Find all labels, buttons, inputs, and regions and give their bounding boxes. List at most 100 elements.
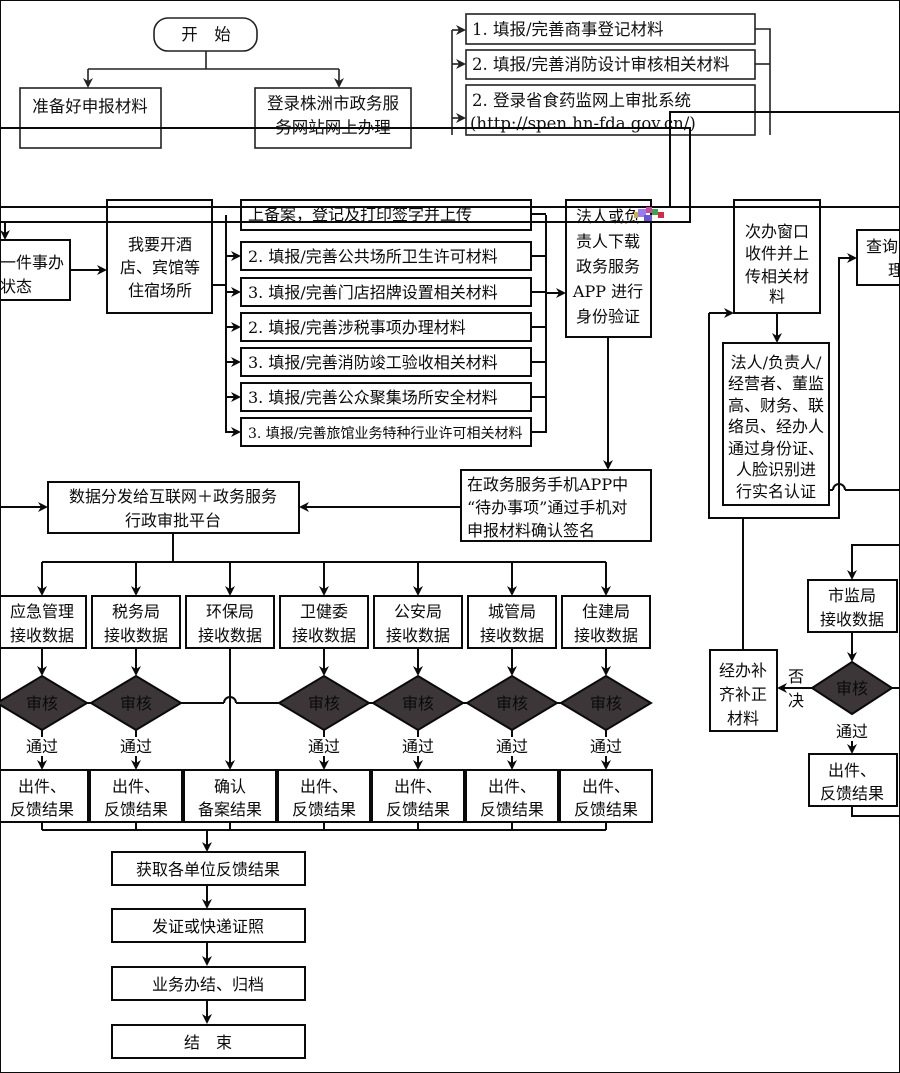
window-receive-line: 收件并上: [745, 244, 809, 263]
right-item-label: 1. 填报/完善商事登记材料: [472, 20, 664, 39]
connector-line: [755, 28, 771, 135]
start-label: 开 始: [181, 25, 231, 44]
glitch-pixel: [646, 207, 652, 213]
result-line: 出件、: [18, 777, 66, 796]
download-app-line: 政务服务: [576, 257, 640, 276]
query-line: 查询: [866, 237, 898, 256]
pass-label: 通过: [836, 722, 868, 741]
platform-line: 数据分发给互联网＋政务服务: [69, 487, 277, 506]
window-receive-line: 料: [769, 287, 785, 306]
department-name: 住建局: [582, 602, 630, 621]
result-line: 反馈结果: [480, 800, 544, 819]
result-line: 反馈结果: [292, 800, 356, 819]
final-step-box: [111, 966, 306, 1001]
final-step-label: 发证或快递证照: [152, 917, 264, 936]
market-name: 市监局: [828, 586, 876, 605]
fill-item-label: 3. 填报/完善门店招牌设置相关材料: [248, 283, 498, 302]
confirm-sign-box: [460, 469, 652, 542]
department-receive-label: 接收数据: [10, 626, 74, 645]
top-section: 开 始准备好申报材料登录株洲市政务服务网站网上办理1. 填报/完善商事登记材料2…: [19, 13, 771, 149]
hotel-line: 我要开酒: [128, 235, 192, 254]
url-label: (http://spen.hn-fda.gov.cn/): [470, 114, 696, 133]
pass-label: 通过: [308, 737, 340, 756]
fill-item-label: 上备案，登记及打印签字并上传: [248, 205, 472, 224]
real-name-verify-line: 法人/负责人/: [731, 353, 822, 372]
department-name: 卫健委: [300, 602, 348, 621]
real-name-verify-line: 人脸识别进: [736, 460, 816, 479]
glitch-pixel: [638, 209, 646, 217]
right-item-box: [465, 49, 756, 80]
result-line: 出件、: [488, 777, 536, 796]
result-line: 反馈结果: [820, 784, 884, 803]
hotel-line: 住宿场所: [128, 281, 192, 300]
platform-line: 行政审批平台: [125, 511, 221, 530]
glitch-pixel: [658, 212, 664, 218]
online-login-line: 登录株洲市政务服: [267, 94, 399, 113]
fill-item-label: 3. 填报/完善消防竣工验收相关材料: [248, 353, 498, 372]
department-receive-label: 接收数据: [480, 626, 544, 645]
fill-item-label: 2. 填报/完善涉税事项办理材料: [248, 318, 466, 337]
supplement-line: 材料: [727, 709, 759, 728]
result-line: 出件、: [300, 777, 348, 796]
pass-label: 通过: [120, 737, 152, 756]
download-app-line: APP 进行: [572, 282, 643, 301]
right-item-label: 2. 填报/完善消防设计审核相关材料: [472, 55, 730, 74]
gray-overlay-band: [669, 111, 900, 208]
result-line: 反馈结果: [386, 800, 450, 819]
window-receive-line: 传相关材: [745, 267, 809, 286]
final-step-box: [111, 1024, 306, 1059]
reject-label: 决: [788, 691, 804, 710]
result-line: 反馈结果: [10, 800, 74, 819]
department-receive-label: 接收数据: [386, 626, 450, 645]
glitch-pixel: [652, 209, 658, 215]
fill-item-label: 2. 填报/完善公共场所卫生许可材料: [248, 247, 498, 266]
pass-label: 通过: [496, 737, 528, 756]
download-app-line: 身份验证: [576, 307, 640, 326]
result-line: 反馈结果: [574, 800, 638, 819]
pass-label: 通过: [590, 737, 622, 756]
hotel-box: [106, 199, 213, 314]
right-item-label: 2. 登录省食药监网上审批系统: [472, 91, 691, 110]
final-step-box: [111, 851, 306, 886]
review-label: 审核: [26, 694, 58, 713]
result-line: 备案结果: [198, 800, 262, 819]
real-name-verify-box: [722, 342, 830, 506]
result-line: 出件、: [112, 777, 160, 796]
market-receive-label: 接收数据: [820, 610, 884, 629]
right-item-box: [465, 84, 756, 136]
online-login-box: [254, 87, 412, 149]
window-receive-line: 次办窗口: [745, 222, 809, 241]
department-name: 税务局: [112, 602, 160, 621]
prepare-materials-box: [19, 87, 162, 149]
confirm-sign-line: 在政务服务手机APP中: [467, 475, 628, 494]
review-label: 审核: [590, 694, 622, 713]
gray-overlay-band: [0, 127, 691, 223]
render-glitch: [634, 207, 664, 221]
review-label: 审核: [308, 694, 340, 713]
reject-label: 否: [788, 667, 804, 686]
download-app-line: 责人下载: [576, 232, 640, 251]
glitch-pixel: [644, 215, 652, 221]
confirm-sign-line: 申报材料确认签名: [467, 521, 595, 540]
final-step-label: 业务办结、归档: [152, 975, 264, 994]
review-label: 审核: [496, 694, 528, 713]
department-receive-label: 接收数据: [104, 626, 168, 645]
final-step-box: [111, 908, 306, 943]
query-box: [856, 229, 900, 286]
status-line: 一件事办: [0, 253, 64, 272]
department-receive-label: 接收数据: [292, 626, 356, 645]
final-step-label: 获取各单位反馈结果: [136, 860, 280, 879]
glitch-pixel: [634, 212, 638, 218]
result-line: 出件、: [582, 777, 630, 796]
result-line: 反馈结果: [104, 800, 168, 819]
result-line: 出件、: [828, 761, 876, 780]
supplement-line: 齐补正: [719, 685, 767, 704]
real-name-verify-line: 络员、经办人: [728, 417, 824, 436]
fill-item-label: 3. 填报/完善公众聚集场所安全材料: [248, 388, 498, 407]
department-name: 公安局: [394, 602, 442, 621]
query-line: 理: [888, 261, 900, 280]
final-step-label: 结 束: [184, 1033, 232, 1052]
review-label: 审核: [402, 694, 434, 713]
connector-line: [851, 806, 900, 817]
